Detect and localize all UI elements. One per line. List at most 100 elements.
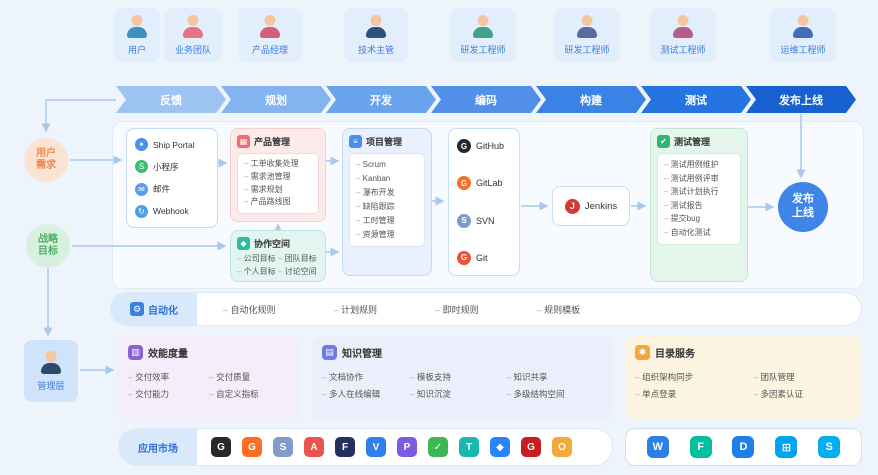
ops-engineer-avatar — [790, 14, 816, 40]
box-title: 知识管理 — [342, 349, 382, 360]
pipeline-step-coding: 编码 — [431, 86, 541, 113]
directory-icon: ✱ — [635, 345, 650, 360]
persona-label: 技术主管 — [357, 45, 394, 55]
pipeline-step-feedback: 反馈 — [116, 86, 226, 113]
list-item: Kanban — [356, 172, 418, 186]
list-item: 提交bug — [664, 212, 734, 226]
list-item: 交付效率 — [128, 369, 209, 386]
persona-label: 业务团队 — [174, 45, 211, 55]
automation-title: 自动化 — [148, 305, 178, 317]
list-item: 知识共享 — [506, 369, 603, 386]
persona-card-product-manager: 产品经理 — [238, 8, 302, 62]
persona-label: 研发工程师 — [564, 45, 610, 55]
channel-row: ↻ Webhook — [135, 204, 209, 218]
list-item: 多人在线编辑 — [322, 386, 410, 403]
gitlab-icon: G — [457, 176, 471, 191]
insight-icon: ▥ — [128, 345, 143, 360]
list-item: 文档协作 — [322, 369, 410, 386]
github-icon: G — [457, 139, 471, 153]
project-management-icon: ≡ — [349, 135, 362, 148]
collaboration-space-icon: ◆ — [237, 237, 250, 250]
list-item: 规则模板 — [537, 303, 580, 316]
gitlab-icon: G — [242, 437, 262, 457]
box-title: 产品管理 — [254, 137, 291, 147]
marketplace-app-icon: P — [397, 437, 417, 457]
marketplace-icons: G G S A F V P ✓ T ◆ G O — [197, 437, 572, 457]
box-title: 目录服务 — [655, 349, 695, 360]
channel-label: 小程序 — [153, 161, 179, 172]
box-items: 文档协作 模板支持 知识共享 多人在线编辑 知识沉淀 多级结构空间 — [322, 369, 603, 403]
vscode-icon: V — [366, 437, 386, 457]
list-item: 需求规划 — [244, 184, 312, 197]
list-item: 个人目标 — [237, 266, 278, 279]
channel-row: S 小程序 — [135, 160, 209, 174]
list-item: 工时管理 — [356, 214, 418, 228]
box-header: ▤ 知识管理 — [322, 345, 603, 360]
list-item: 测试用例评审 — [664, 172, 734, 186]
windows-icon: ⊞ — [775, 436, 798, 458]
code-tool-row: S SVN — [457, 213, 511, 228]
user-avatar — [124, 14, 150, 40]
code-tool-row: G GitHub — [457, 139, 511, 153]
management-card: 管理层 — [24, 340, 78, 402]
feishu-icon: F — [689, 436, 712, 458]
product-management-icon: ▦ — [237, 135, 250, 148]
persona-label: 测试工程师 — [660, 45, 706, 55]
jira-icon: ◆ — [490, 437, 510, 457]
marketplace-app-icon: ✓ — [428, 437, 448, 457]
skype-icon: S — [818, 436, 841, 458]
collaboration-space-box: ◆ 协作空间 公司目标 团队目标 个人目标 讨论空间 — [230, 230, 326, 282]
persona-label: 用户 — [127, 45, 146, 55]
management-label: 管理层 — [37, 381, 65, 391]
jenkins-box: J Jenkins — [552, 186, 630, 226]
knowledge-management-box: ▤ 知识管理 文档协作 模板支持 知识共享 多人在线编辑 知识沉淀 多级结构空间 — [312, 336, 613, 420]
insight-box: ▥ 效能度量 交付效率 交付质量 交付能力 自定义指标 — [118, 336, 300, 420]
feishu-icon: F — [335, 437, 355, 457]
user-demand-node: 用户需求 — [24, 138, 68, 182]
box-items: 交付效率 交付质量 交付能力 自定义指标 — [128, 369, 290, 403]
box-header: ≡ 项目管理 — [349, 135, 425, 148]
box-header: ◆ 协作空间 — [237, 237, 319, 250]
automation-label-section: ⚙ 自动化 — [111, 293, 197, 325]
list-item: 自定义指标 — [209, 386, 290, 403]
list-item: 自动化规则 — [223, 303, 276, 316]
list-item: 即时规则 — [435, 303, 479, 316]
integrations-box: W F D ⊞ S — [625, 428, 862, 466]
list-item: 测试报告 — [664, 199, 734, 213]
list-item: 缺陷跟踪 — [356, 200, 418, 214]
box-items: Scrum Kanban 瀑布开发 缺陷跟踪 工时管理 资源管理 — [349, 153, 425, 247]
feedback-channels-box: ✦ Ship Portal S 小程序 ✉ 邮件 ↻ Webhook — [126, 128, 218, 228]
persona-card-user: 用户 — [114, 8, 160, 62]
webhook-icon: ↻ — [135, 204, 148, 218]
strategy-goal-label: 战略目标 — [38, 233, 58, 258]
business-team-avatar — [180, 14, 206, 40]
persona-card-test-engineer: 测试工程师 — [650, 8, 716, 62]
box-items: 工单收集处理 需求池管理 需求规划 产品路线图 — [237, 153, 319, 215]
list-item: 交付质量 — [209, 369, 290, 386]
box-header: ✱ 目录服务 — [635, 345, 852, 360]
release-node: 发布上线 — [778, 182, 828, 232]
project-management-box: ≡ 项目管理 Scrum Kanban 瀑布开发 缺陷跟踪 工时管理 资源管理 — [342, 128, 432, 276]
list-item: 测试计划执行 — [664, 185, 734, 199]
pipeline-step-build: 构建 — [536, 86, 646, 113]
box-items: 公司目标 团队目标 个人目标 讨论空间 — [237, 253, 319, 279]
list-item: 团队管理 — [753, 369, 852, 386]
list-item: 需求池管理 — [244, 171, 312, 184]
tech-lead-avatar — [363, 14, 389, 40]
list-item: 瀑布开发 — [356, 186, 418, 200]
box-items: 测试用例维护 测试用例评审 测试计划执行 测试报告 提交bug 自动化测试 — [657, 153, 741, 245]
product-management-box: ▦ 产品管理 工单收集处理 需求池管理 需求规划 产品路线图 — [230, 128, 326, 222]
dev-engineer-avatar — [574, 14, 600, 40]
box-title: 效能度量 — [148, 349, 188, 360]
box-title: 协作空间 — [254, 239, 291, 249]
box-title: 测试管理 — [674, 137, 711, 147]
gitee-icon: G — [521, 437, 541, 457]
wechat-work-icon: W — [646, 436, 669, 458]
channel-row: ✦ Ship Portal — [135, 138, 209, 151]
test-management-box: ✔ 测试管理 测试用例维护 测试用例评审 测试计划执行 测试报告 提交bug 自… — [650, 128, 748, 282]
channel-label: Webhook — [153, 206, 189, 217]
persona-label: 产品经理 — [251, 45, 288, 55]
automation-bar: ⚙ 自动化 自动化规则 计划规则 即时规则 规则模板 — [110, 292, 862, 326]
marketplace-app-icon: T — [459, 437, 479, 457]
